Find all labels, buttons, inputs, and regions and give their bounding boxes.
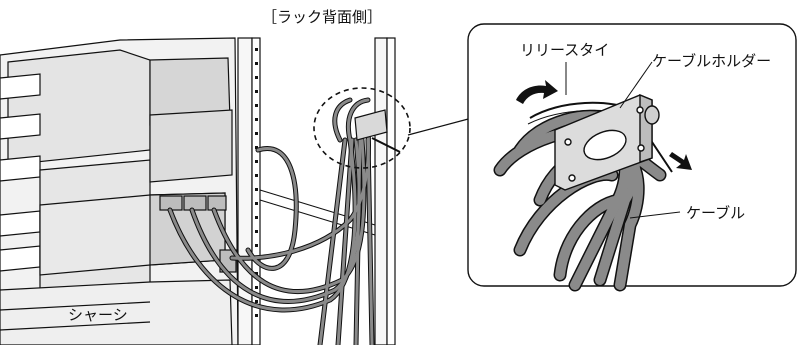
cable-holder-small <box>354 109 401 153</box>
callout-circle <box>313 87 411 169</box>
callout-leader <box>407 117 473 136</box>
server-chassis <box>0 37 239 346</box>
rack-rail-holes <box>255 48 258 317</box>
curved-arrow-icon <box>516 80 558 104</box>
cable-holder-bracket <box>554 93 660 191</box>
rack-rail-right <box>374 37 396 346</box>
label-leaders <box>565 61 681 219</box>
cable-label: ケーブル <box>686 204 745 222</box>
release-tie-label: リリースタイ <box>520 41 609 59</box>
chassis-label: シャーシ <box>68 306 128 324</box>
rack-rear-label: ［ラック背面側］ <box>262 8 382 26</box>
cable-holder-label: ケーブルホルダー <box>652 52 771 70</box>
straight-arrow-icon <box>669 152 692 170</box>
cable-bundle-left <box>167 97 375 348</box>
